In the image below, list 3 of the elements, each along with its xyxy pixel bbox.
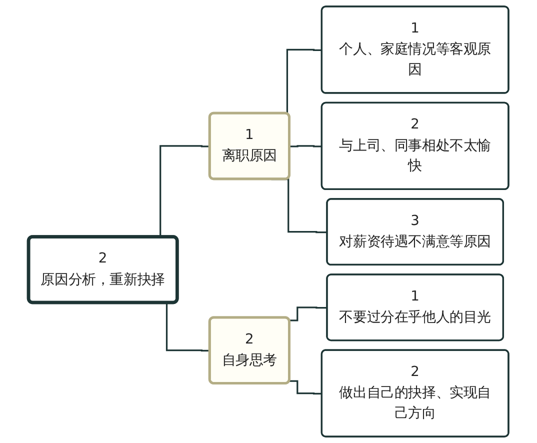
connector <box>289 380 322 394</box>
connector <box>289 306 328 322</box>
connector <box>290 145 322 148</box>
